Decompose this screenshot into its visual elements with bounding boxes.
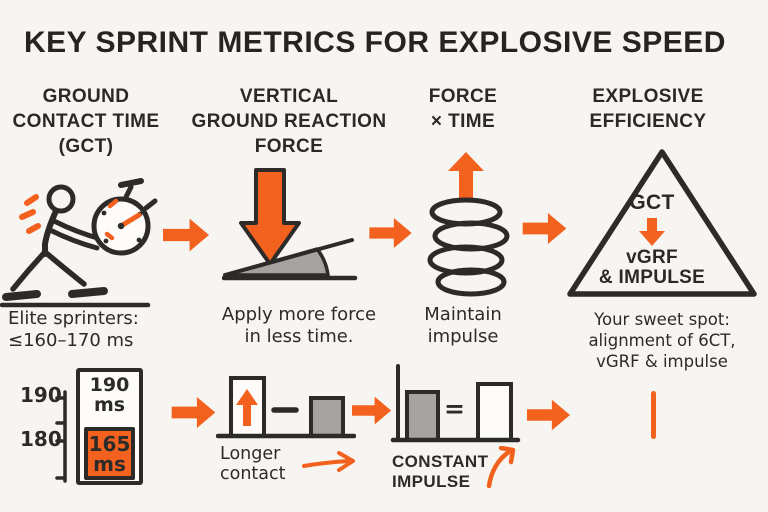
heading-line: GROUND [42,86,130,107]
bar-unit: ms [93,394,126,416]
curved-up-arrow-icon [486,446,516,488]
gct-bar-190ms-label: 190 ms [76,375,143,415]
heading-line: EXPLOSIVE [592,86,704,107]
bar-value: 190 [89,374,130,396]
heading-line: GROUND REACTION [191,111,387,132]
heading-explosive-efficiency: EXPLOSIVE EFFICIENCY [566,84,730,134]
axis-tick-180: 180 [20,427,62,451]
caption-line: Apply more force [221,304,377,325]
caption-line: vGRF & impulse [596,352,728,371]
caption-longer-contact: Longer contact [220,444,310,484]
caption-line: ≤160–170 ms [8,330,134,351]
triangle-icon [567,149,757,297]
heading-line: (GCT) [58,136,114,157]
spring-up-arrow-icon [427,152,510,297]
heading-line: × TIME [430,111,496,132]
caption-gct: Elite sprinters: ≤160–170 ms [2,308,166,352]
right-arrow-icon [352,396,392,425]
right-arrow-icon [171,396,216,429]
caption-line: alignment of 6CT, [588,331,736,350]
right-arrow-icon [369,217,412,249]
runner-with-stopwatch-icon [0,178,158,308]
caption-line: impulse [427,326,499,347]
heading-line: FORCE [254,136,324,157]
thin-right-arrow-icon [302,451,355,472]
heading-force-time: FORCE × TIME [406,84,520,134]
caption-line: Longer [220,444,281,464]
caption-line: Maintain [424,304,502,325]
caption-vgrf: Apply more force in less time. [208,304,390,348]
heading-line: VERTICAL [239,86,339,107]
right-arrow-icon [527,399,571,431]
heading-line: FORCE [428,86,498,107]
axis-bracket [55,390,67,483]
triangle-label-vgrf: vGRF [626,247,678,268]
heading-line: CONTACT TIME [12,111,160,132]
equals-sign: = [444,394,465,423]
constant-impulse-chart [390,364,521,443]
caption-line: Elite sprinters: [8,308,139,329]
gct-bar-165ms: 165 ms [84,427,135,480]
triangle-label-impulse: & IMPULSE [598,267,706,288]
right-arrow-icon [522,212,567,245]
heading-ground-contact-time: GROUND CONTACT TIME (GCT) [0,84,172,159]
caption-line: contact [220,464,286,484]
axis-tick-190: 190 [20,383,62,407]
caption-line: in less time. [244,326,354,347]
right-arrow-icon [163,218,209,252]
caption-force-time: Maintain impulse [404,304,522,348]
bar-value: 165 [88,431,131,456]
caption-line: IMPULSE [392,472,471,491]
caption-line: CONSTANT [392,452,489,471]
sweet-spot-marker [651,391,656,439]
bar-unit: ms [93,451,126,476]
down-arrow-icon [639,218,665,246]
triangle-label-gct: GCT [629,191,675,214]
caption-line: Your sweet spot: [594,310,730,329]
page-title: KEY SPRINT METRICS FOR EXPLOSIVE SPEED [24,26,726,59]
heading-line: EFFICIENCY [589,111,707,132]
caption-efficiency: Your sweet spot: alignment of 6CT, vGRF … [563,309,761,372]
longer-contact-chart [216,376,356,439]
up-arrow-icon [236,389,258,426]
down-arrow-on-ramp-icon [222,168,358,281]
heading-vertical-grf: VERTICAL GROUND REACTION FORCE [176,84,402,159]
caption-constant-impulse: CONSTANT IMPULSE [392,452,492,492]
